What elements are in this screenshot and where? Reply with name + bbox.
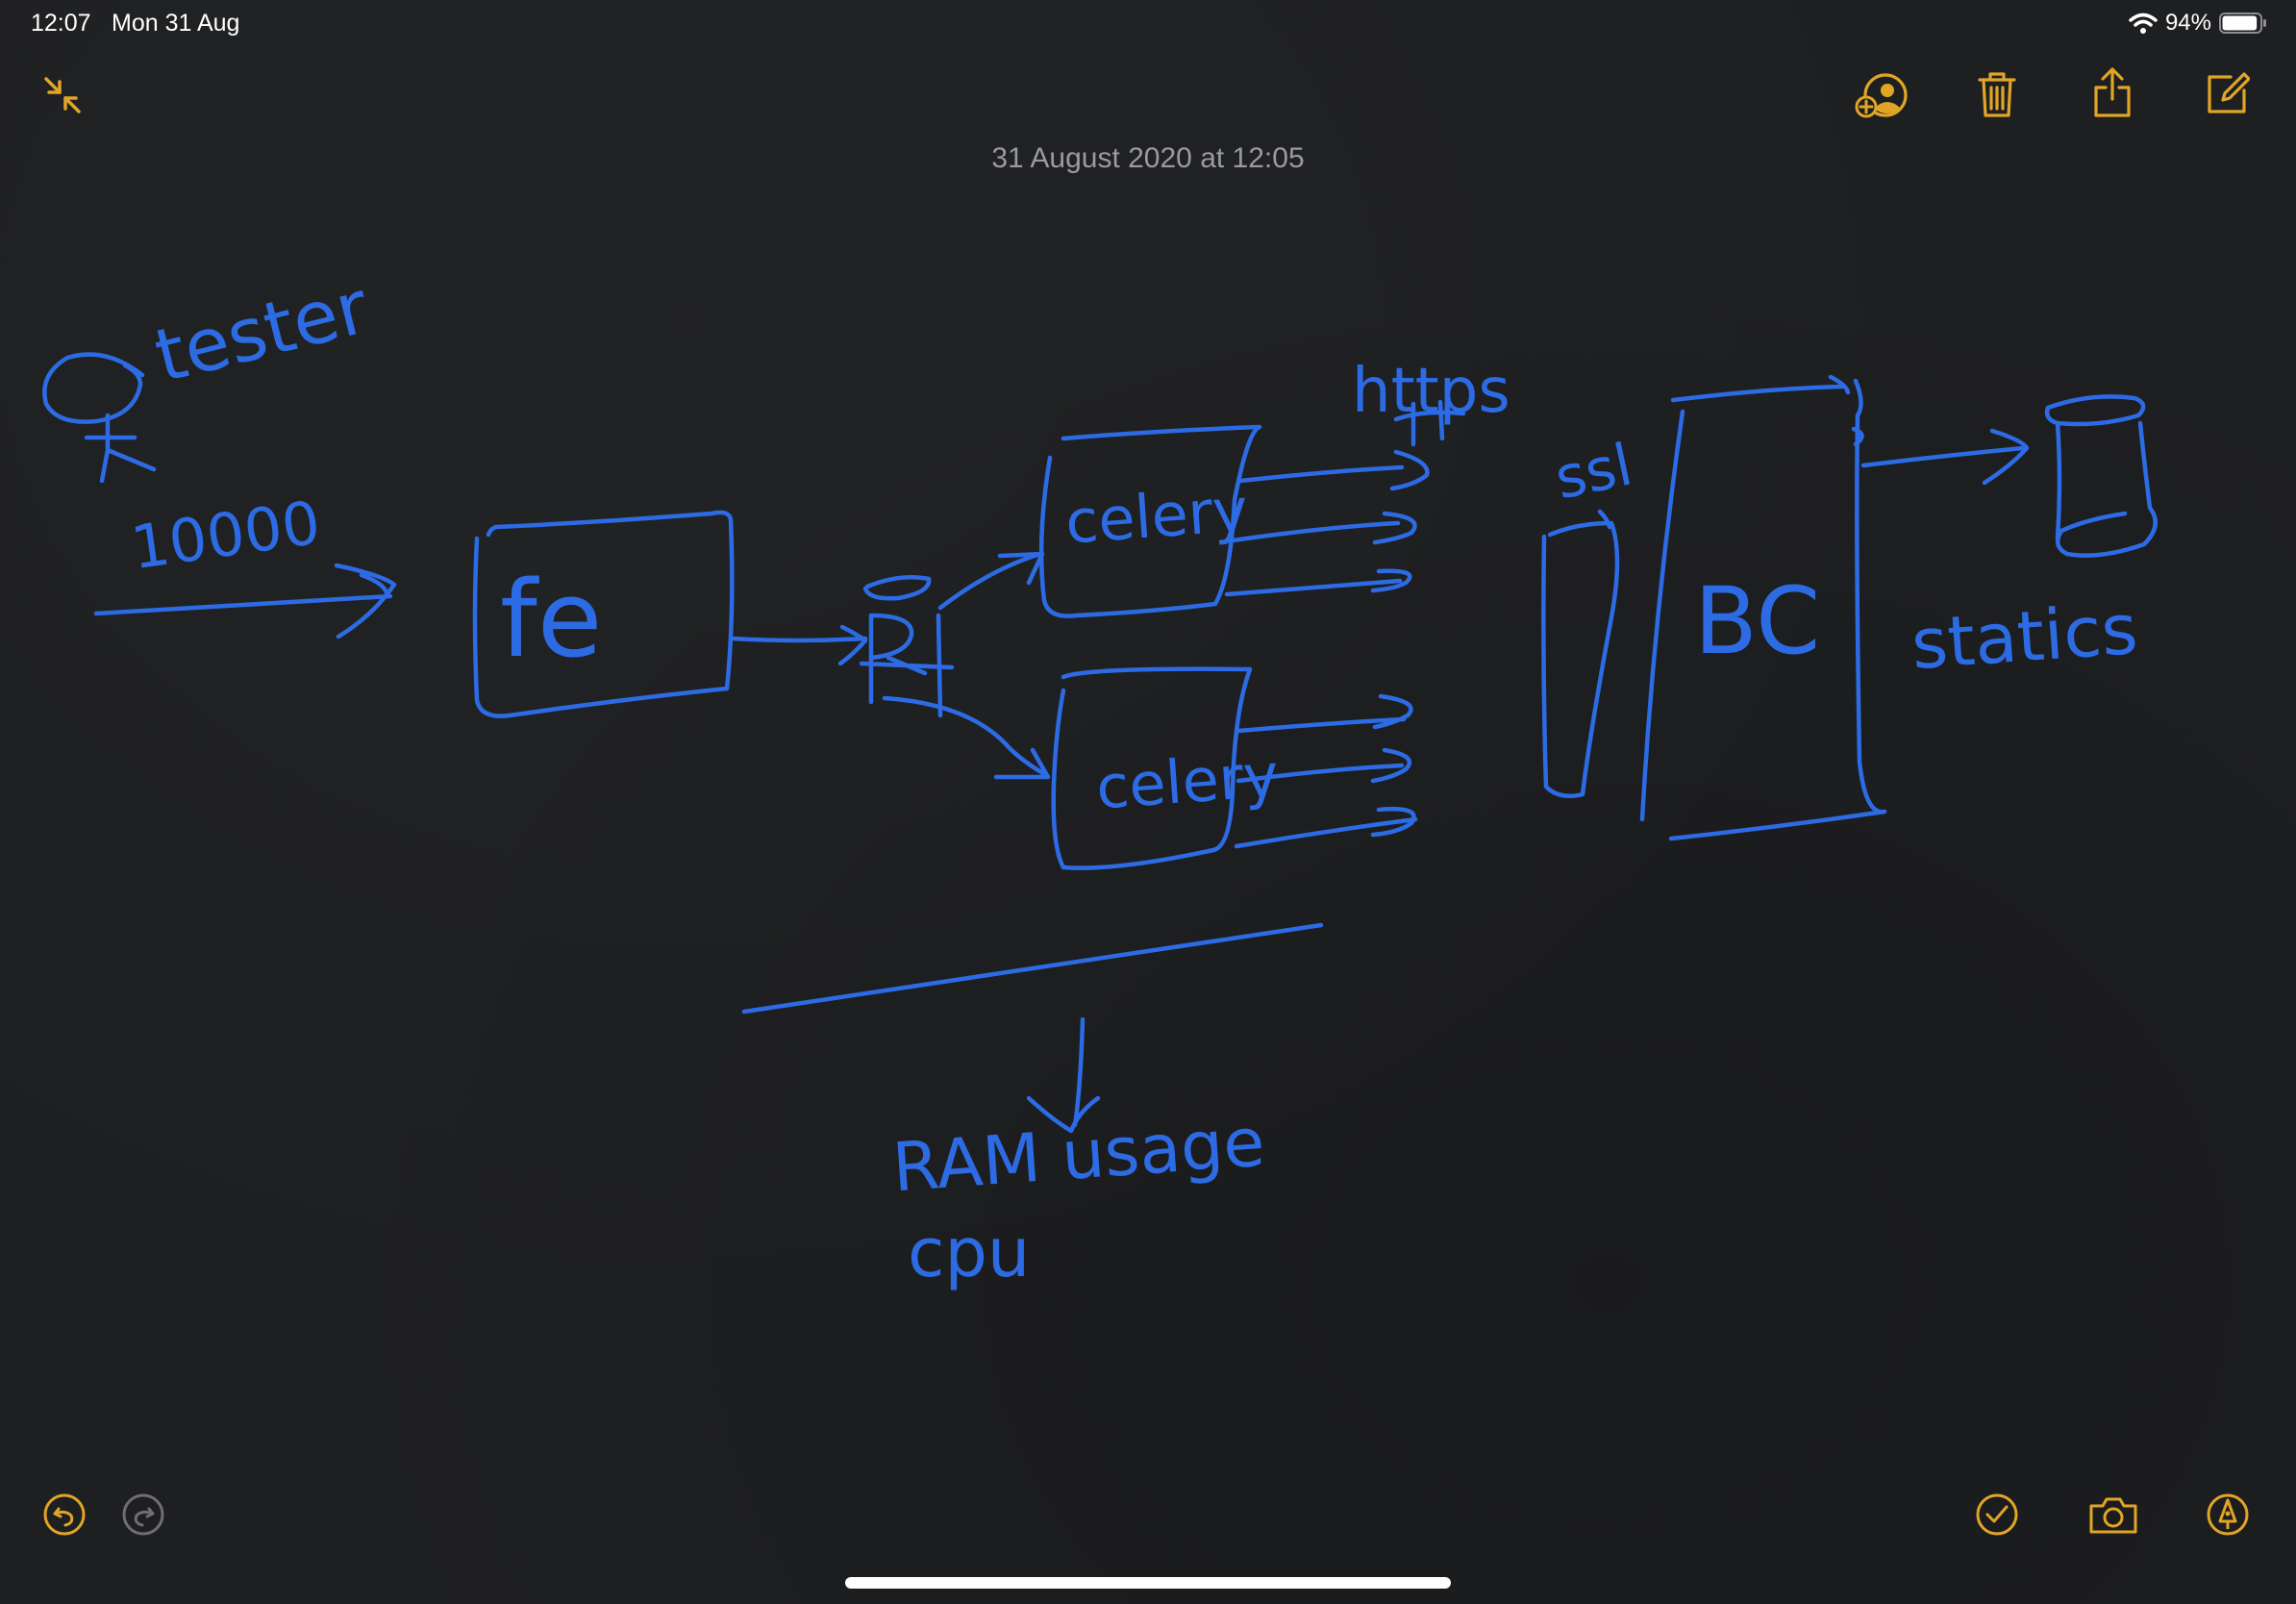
celery-bottom-box <box>1051 666 1253 870</box>
label-bc: BC <box>1694 567 1821 675</box>
delete-button[interactable] <box>1973 67 2021 121</box>
https-strike <box>1393 399 1466 447</box>
router-to-celery-top-arrow <box>937 551 1045 611</box>
note-timestamp: 31 August 2020 at 12:05 <box>991 142 1305 174</box>
share-button[interactable] <box>2088 65 2136 119</box>
fe-box <box>472 510 735 718</box>
fe-to-router-arrow <box>730 624 868 666</box>
undo-icon <box>43 1493 86 1536</box>
bc-box <box>1639 374 1887 841</box>
compose-icon <box>2208 72 2250 113</box>
home-indicator[interactable] <box>845 1577 1451 1589</box>
tester-figure-head <box>42 352 145 424</box>
label-celery-top: celery <box>1062 474 1251 558</box>
input-arrow <box>93 563 397 639</box>
label-fe: fe <box>500 558 603 681</box>
celery-top-box <box>1038 424 1262 618</box>
status-date: Mon 31 Aug <box>112 10 240 37</box>
markup-button[interactable] <box>2206 1492 2250 1537</box>
status-indicators: 94% <box>2129 8 2267 38</box>
label-statics: statics <box>1909 588 2140 686</box>
add-person-icon <box>1855 73 1908 118</box>
tester-figure-body <box>84 413 157 484</box>
label-https: https <box>1352 356 1510 427</box>
celery-top-output-arrows <box>1224 449 1430 597</box>
pen-markup-icon <box>2207 1493 2249 1536</box>
checkmark-circle-icon <box>1976 1493 2018 1536</box>
label-cpu: cpu <box>908 1214 1031 1292</box>
ssl-pillar <box>1541 509 1620 798</box>
wifi-icon <box>2129 13 2158 34</box>
checklist-button[interactable] <box>1975 1492 2019 1537</box>
camera-icon <box>2089 1497 2137 1534</box>
redo-icon <box>122 1493 164 1536</box>
share-note-button[interactable] <box>1854 69 1911 123</box>
status-time: 12:07 <box>31 10 91 37</box>
battery-icon <box>2219 13 2266 34</box>
statics-cylinder <box>2044 394 2158 558</box>
celery-bottom-output-arrows <box>1234 693 1418 849</box>
undo-button[interactable] <box>42 1492 87 1537</box>
compose-button[interactable] <box>2202 69 2252 119</box>
status-bar: 12:07 Mon 31 Aug 94% <box>0 0 2296 46</box>
bc-to-statics-arrow <box>1851 426 2030 486</box>
trash-icon <box>1978 72 2016 117</box>
router-to-celery-bottom-arrow <box>882 695 1051 780</box>
battery-percentage: 94% <box>2164 10 2211 36</box>
camera-button[interactable] <box>2086 1494 2140 1537</box>
collapse-button[interactable] <box>38 71 87 119</box>
share-icon <box>2094 67 2131 117</box>
label-celery-bottom: celery <box>1093 739 1282 823</box>
underline-stroke <box>741 922 1324 1015</box>
redo-button[interactable] <box>121 1492 165 1537</box>
router-node <box>859 574 955 718</box>
down-arrow <box>1026 1016 1101 1134</box>
collapse-arrows-icon <box>44 77 81 113</box>
